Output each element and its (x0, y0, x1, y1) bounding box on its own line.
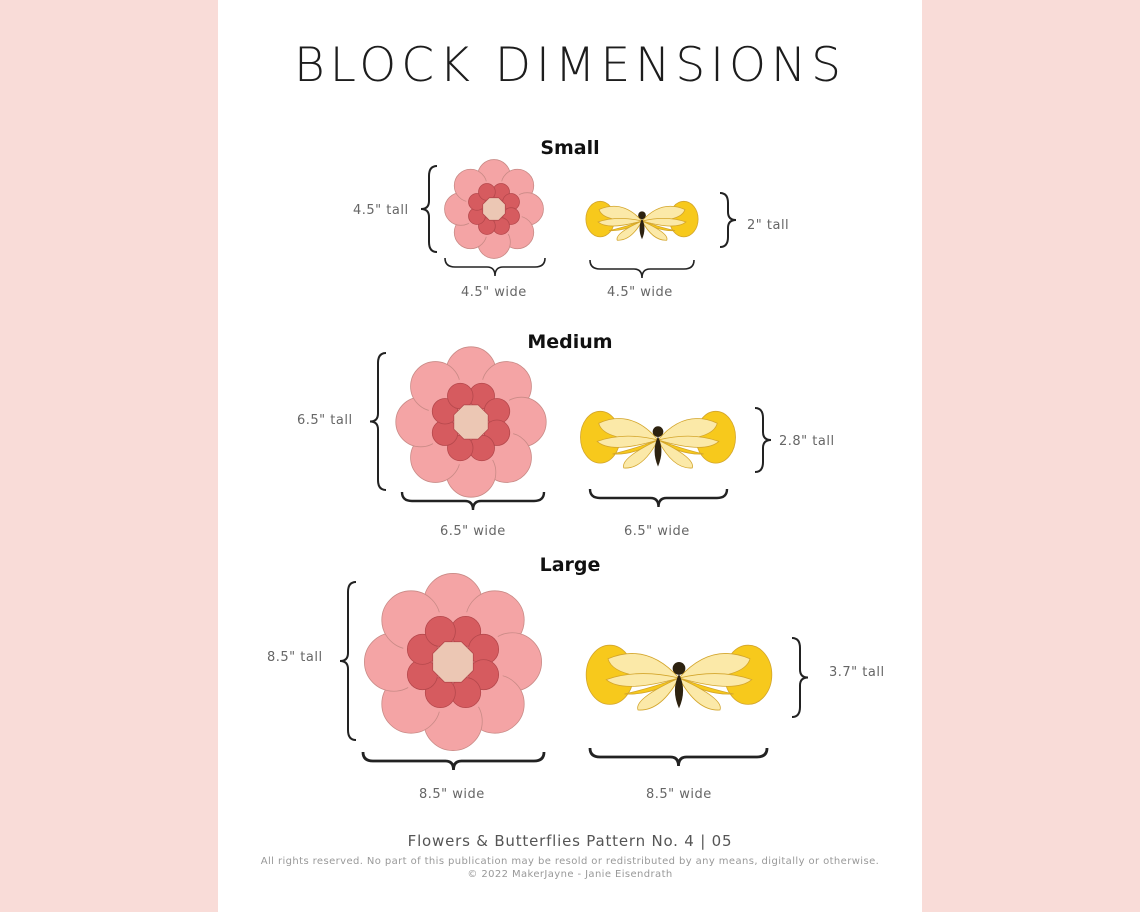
small-flower-height-brace (420, 165, 438, 253)
right-wing (656, 410, 736, 469)
small-butterfly-height: 2" tall (747, 218, 790, 233)
large-butterfly-width-brace (588, 747, 769, 767)
small-flower-width-brace (444, 257, 546, 277)
medium-butterfly-width: 6.5" wide (624, 524, 690, 539)
medium-butterfly (580, 410, 736, 469)
section-title-medium: Medium (527, 331, 613, 353)
section-title-large: Large (539, 554, 601, 576)
left-wing (585, 200, 643, 241)
lower-wing-petal (637, 677, 680, 711)
small-butterfly (585, 200, 699, 241)
large-flower-height-brace (339, 581, 357, 741)
small-flower (444, 159, 544, 259)
section-title-small: Small (540, 137, 600, 159)
page-title: BLOCK DIMENSIONS (294, 38, 846, 93)
left-wing (580, 410, 660, 469)
butterfly-body (654, 436, 662, 467)
flower-center (482, 197, 506, 221)
copyright-notice: © 2022 MakerJayne - Janie Eisendrath (467, 869, 673, 880)
lower-wing-petal (623, 439, 659, 469)
right-wing (641, 200, 699, 241)
large-butterfly (585, 644, 773, 711)
butterfly-head (672, 662, 686, 675)
middle-wing-petal (641, 217, 687, 227)
large-flower (364, 573, 542, 751)
flower-center (453, 404, 489, 440)
large-butterfly-height-brace (791, 637, 809, 718)
small-butterfly-width: 4.5" wide (607, 285, 673, 300)
butterfly-body (674, 674, 684, 709)
large-flower-height: 8.5" tall (267, 650, 323, 665)
large-butterfly-height: 3.7" tall (829, 665, 885, 680)
medium-flower-height: 6.5" tall (297, 413, 353, 428)
small-flower-height: 4.5" tall (353, 203, 409, 218)
large-flower-width-brace (361, 751, 546, 771)
middle-wing-petal (597, 217, 643, 227)
medium-flower-width-brace (400, 491, 546, 511)
medium-butterfly-height-brace (754, 407, 772, 473)
pattern-footer: Flowers & Butterflies Pattern No. 4 | 05 (407, 832, 733, 850)
small-butterfly-width-brace (589, 259, 695, 279)
medium-flower-height-brace (369, 352, 387, 491)
small-butterfly-height-brace (719, 192, 737, 248)
butterfly-body (639, 218, 645, 240)
small-flower-width: 4.5" wide (461, 285, 527, 300)
butterfly-head (638, 211, 646, 220)
lower-wing-petal (657, 439, 693, 469)
medium-flower-width: 6.5" wide (440, 524, 506, 539)
right-wing (677, 644, 773, 711)
large-flower-width: 8.5" wide (419, 787, 485, 802)
pattern-page (218, 0, 922, 912)
lower-wing-petal (678, 677, 721, 711)
flower-center (432, 641, 474, 683)
medium-butterfly-width-brace (588, 488, 729, 508)
middle-wing-petal (605, 673, 681, 687)
lower-wing-petal (616, 220, 643, 241)
medium-butterfly-height: 2.8" tall (779, 434, 835, 449)
butterfly-head (652, 426, 664, 437)
middle-wing-petal (677, 673, 753, 687)
medium-flower (395, 346, 547, 498)
left-wing (585, 644, 681, 711)
large-butterfly-width: 8.5" wide (646, 787, 712, 802)
lower-wing-petal (641, 220, 668, 241)
middle-wing-petal (596, 435, 660, 448)
rights-notice: All rights reserved. No part of this pub… (260, 856, 880, 867)
middle-wing-petal (656, 435, 720, 448)
